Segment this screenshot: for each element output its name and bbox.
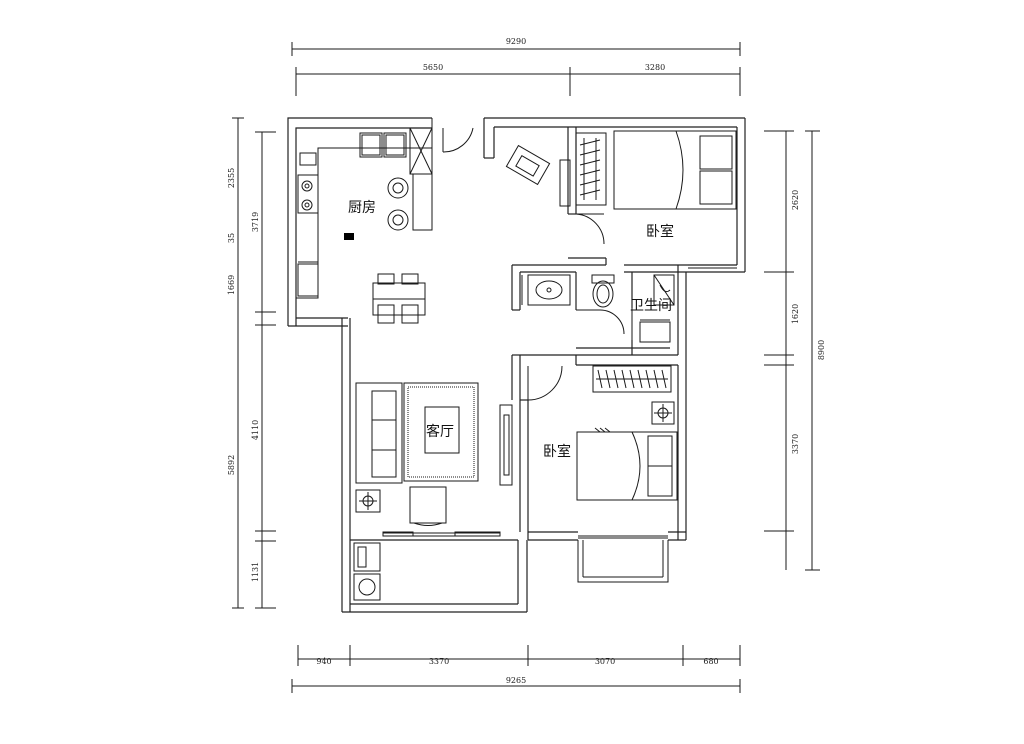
dim-top-total: 9290 bbox=[506, 37, 526, 46]
dining-table bbox=[372, 273, 426, 324]
right-dimension-lines bbox=[764, 130, 820, 571]
balcony-sink-icon bbox=[353, 573, 381, 601]
dim-right-3: 3370 bbox=[791, 434, 800, 454]
dim-left-2: 35 bbox=[227, 233, 236, 243]
room-labels: 厨房 卧室 卫生间 客厅 卧室 bbox=[348, 200, 674, 460]
stove-icon bbox=[301, 180, 313, 211]
dim-right-outer: 8900 bbox=[817, 340, 826, 360]
doors bbox=[431, 118, 633, 401]
rug bbox=[403, 382, 479, 482]
room-label-bathroom: 卫生间 bbox=[630, 298, 672, 314]
lower-wardrobe bbox=[592, 365, 672, 393]
dim-top-right: 3280 bbox=[645, 63, 665, 72]
dim-right-2: 1620 bbox=[791, 304, 800, 324]
room-label-bedroom-1: 卧室 bbox=[646, 223, 674, 240]
side-table bbox=[355, 489, 381, 513]
bottom-dimension-lines bbox=[291, 645, 741, 693]
windows bbox=[382, 264, 737, 583]
room-label-bedroom-2: 卧室 bbox=[543, 443, 571, 460]
kitchen-marker bbox=[344, 233, 354, 240]
dim-left-outer-bottom: 5892 bbox=[227, 455, 236, 475]
bath-storage bbox=[639, 319, 671, 343]
armchair bbox=[409, 486, 447, 526]
dim-bottom-3: 3070 bbox=[595, 657, 615, 666]
left-dimension-lines bbox=[232, 117, 276, 609]
dim-left-5: 1131 bbox=[251, 562, 260, 582]
wash-basin-icon bbox=[521, 274, 571, 306]
kitchen-counter bbox=[296, 127, 433, 299]
upper-bedroom-desk bbox=[505, 144, 551, 186]
room-label-kitchen: 厨房 bbox=[348, 200, 376, 216]
upper-wardrobe bbox=[575, 132, 607, 206]
lower-bedroom-bed bbox=[576, 427, 678, 501]
walls bbox=[287, 117, 746, 613]
room-label-living: 客厅 bbox=[426, 423, 454, 440]
dim-bottom-2: 3370 bbox=[429, 657, 449, 666]
dim-top-left: 5650 bbox=[423, 63, 443, 72]
shower-icon bbox=[653, 274, 675, 306]
washing-machine-icon bbox=[353, 542, 381, 572]
dim-bottom-4: 680 bbox=[703, 657, 718, 666]
top-dimension-lines bbox=[291, 42, 741, 96]
bar-stool-icon bbox=[387, 177, 409, 231]
dimension-labels: 9290 5650 3280 940 3370 3070 680 9265 23… bbox=[227, 37, 826, 685]
dim-left-1: 2355 bbox=[227, 168, 236, 188]
dim-left-4: 4110 bbox=[251, 420, 260, 440]
dim-bottom-1: 940 bbox=[316, 657, 331, 666]
lower-bedroom-nightstand bbox=[651, 401, 675, 425]
upper-wardrobe-door bbox=[559, 159, 571, 207]
sofa bbox=[355, 382, 403, 484]
dim-left-outer-top: 3719 bbox=[251, 212, 260, 232]
toilet-icon bbox=[591, 274, 615, 308]
tv-cabinet bbox=[499, 404, 513, 486]
dim-bottom-total: 9265 bbox=[506, 676, 526, 685]
upper-bedroom-bed bbox=[613, 130, 737, 210]
dim-left-3: 1669 bbox=[227, 275, 236, 295]
dim-right-1: 2620 bbox=[791, 190, 800, 210]
